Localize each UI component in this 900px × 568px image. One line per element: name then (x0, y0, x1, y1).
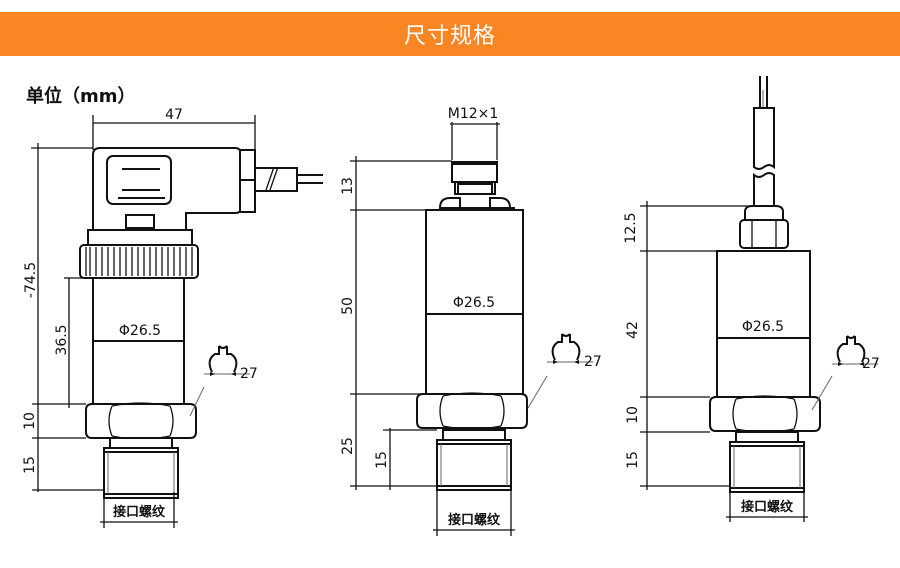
dim-body-height: 50 (340, 297, 356, 315)
dim-thread-length: 15 (22, 456, 38, 474)
thread-label: 接口螺纹 (113, 504, 166, 520)
dim-wrench-27: 27 (240, 366, 258, 382)
dim-total-height: -74.5 (23, 262, 39, 298)
dim-body-height: 42 (625, 321, 641, 339)
dim-width-47: 47 (165, 107, 183, 123)
dim-connector: M12×1 (448, 106, 499, 122)
dim-diameter: Φ26.5 (742, 319, 784, 335)
dim-thread-length: 15 (625, 451, 641, 469)
knurl-lines (85, 247, 193, 276)
dim-hex-height: 10 (625, 406, 641, 424)
dim-thread-length: 15 (374, 451, 390, 469)
drawing-din-connector: 47 Φ26.5 (22, 107, 323, 528)
header-banner: 尺寸规格 (0, 12, 900, 56)
thread-label: 接口螺纹 (448, 512, 501, 528)
dim-connector-height: 13 (340, 177, 356, 195)
unit-label: 单位（mm） (26, 86, 136, 107)
drawing-m12-connector: M12×1 Φ26.5 27 13 50 25 15 (340, 106, 602, 536)
dim-diameter: Φ26.5 (119, 323, 161, 339)
dim-gland-height: 12.5 (623, 212, 639, 243)
dim-wrench-27: 27 (584, 354, 602, 370)
drawing-cable-outlet: Φ26.5 27 12.5 42 10 15 接口螺纹 (623, 76, 880, 522)
dim-hex-height: 10 (22, 412, 38, 430)
dim-lower-height: 25 (340, 437, 356, 455)
thread-label: 接口螺纹 (741, 499, 794, 515)
page-title: 尺寸规格 (403, 24, 496, 49)
dim-body-height: 36.5 (54, 324, 70, 355)
dim-diameter: Φ26.5 (453, 295, 495, 311)
dim-wrench-27: 27 (862, 356, 880, 372)
